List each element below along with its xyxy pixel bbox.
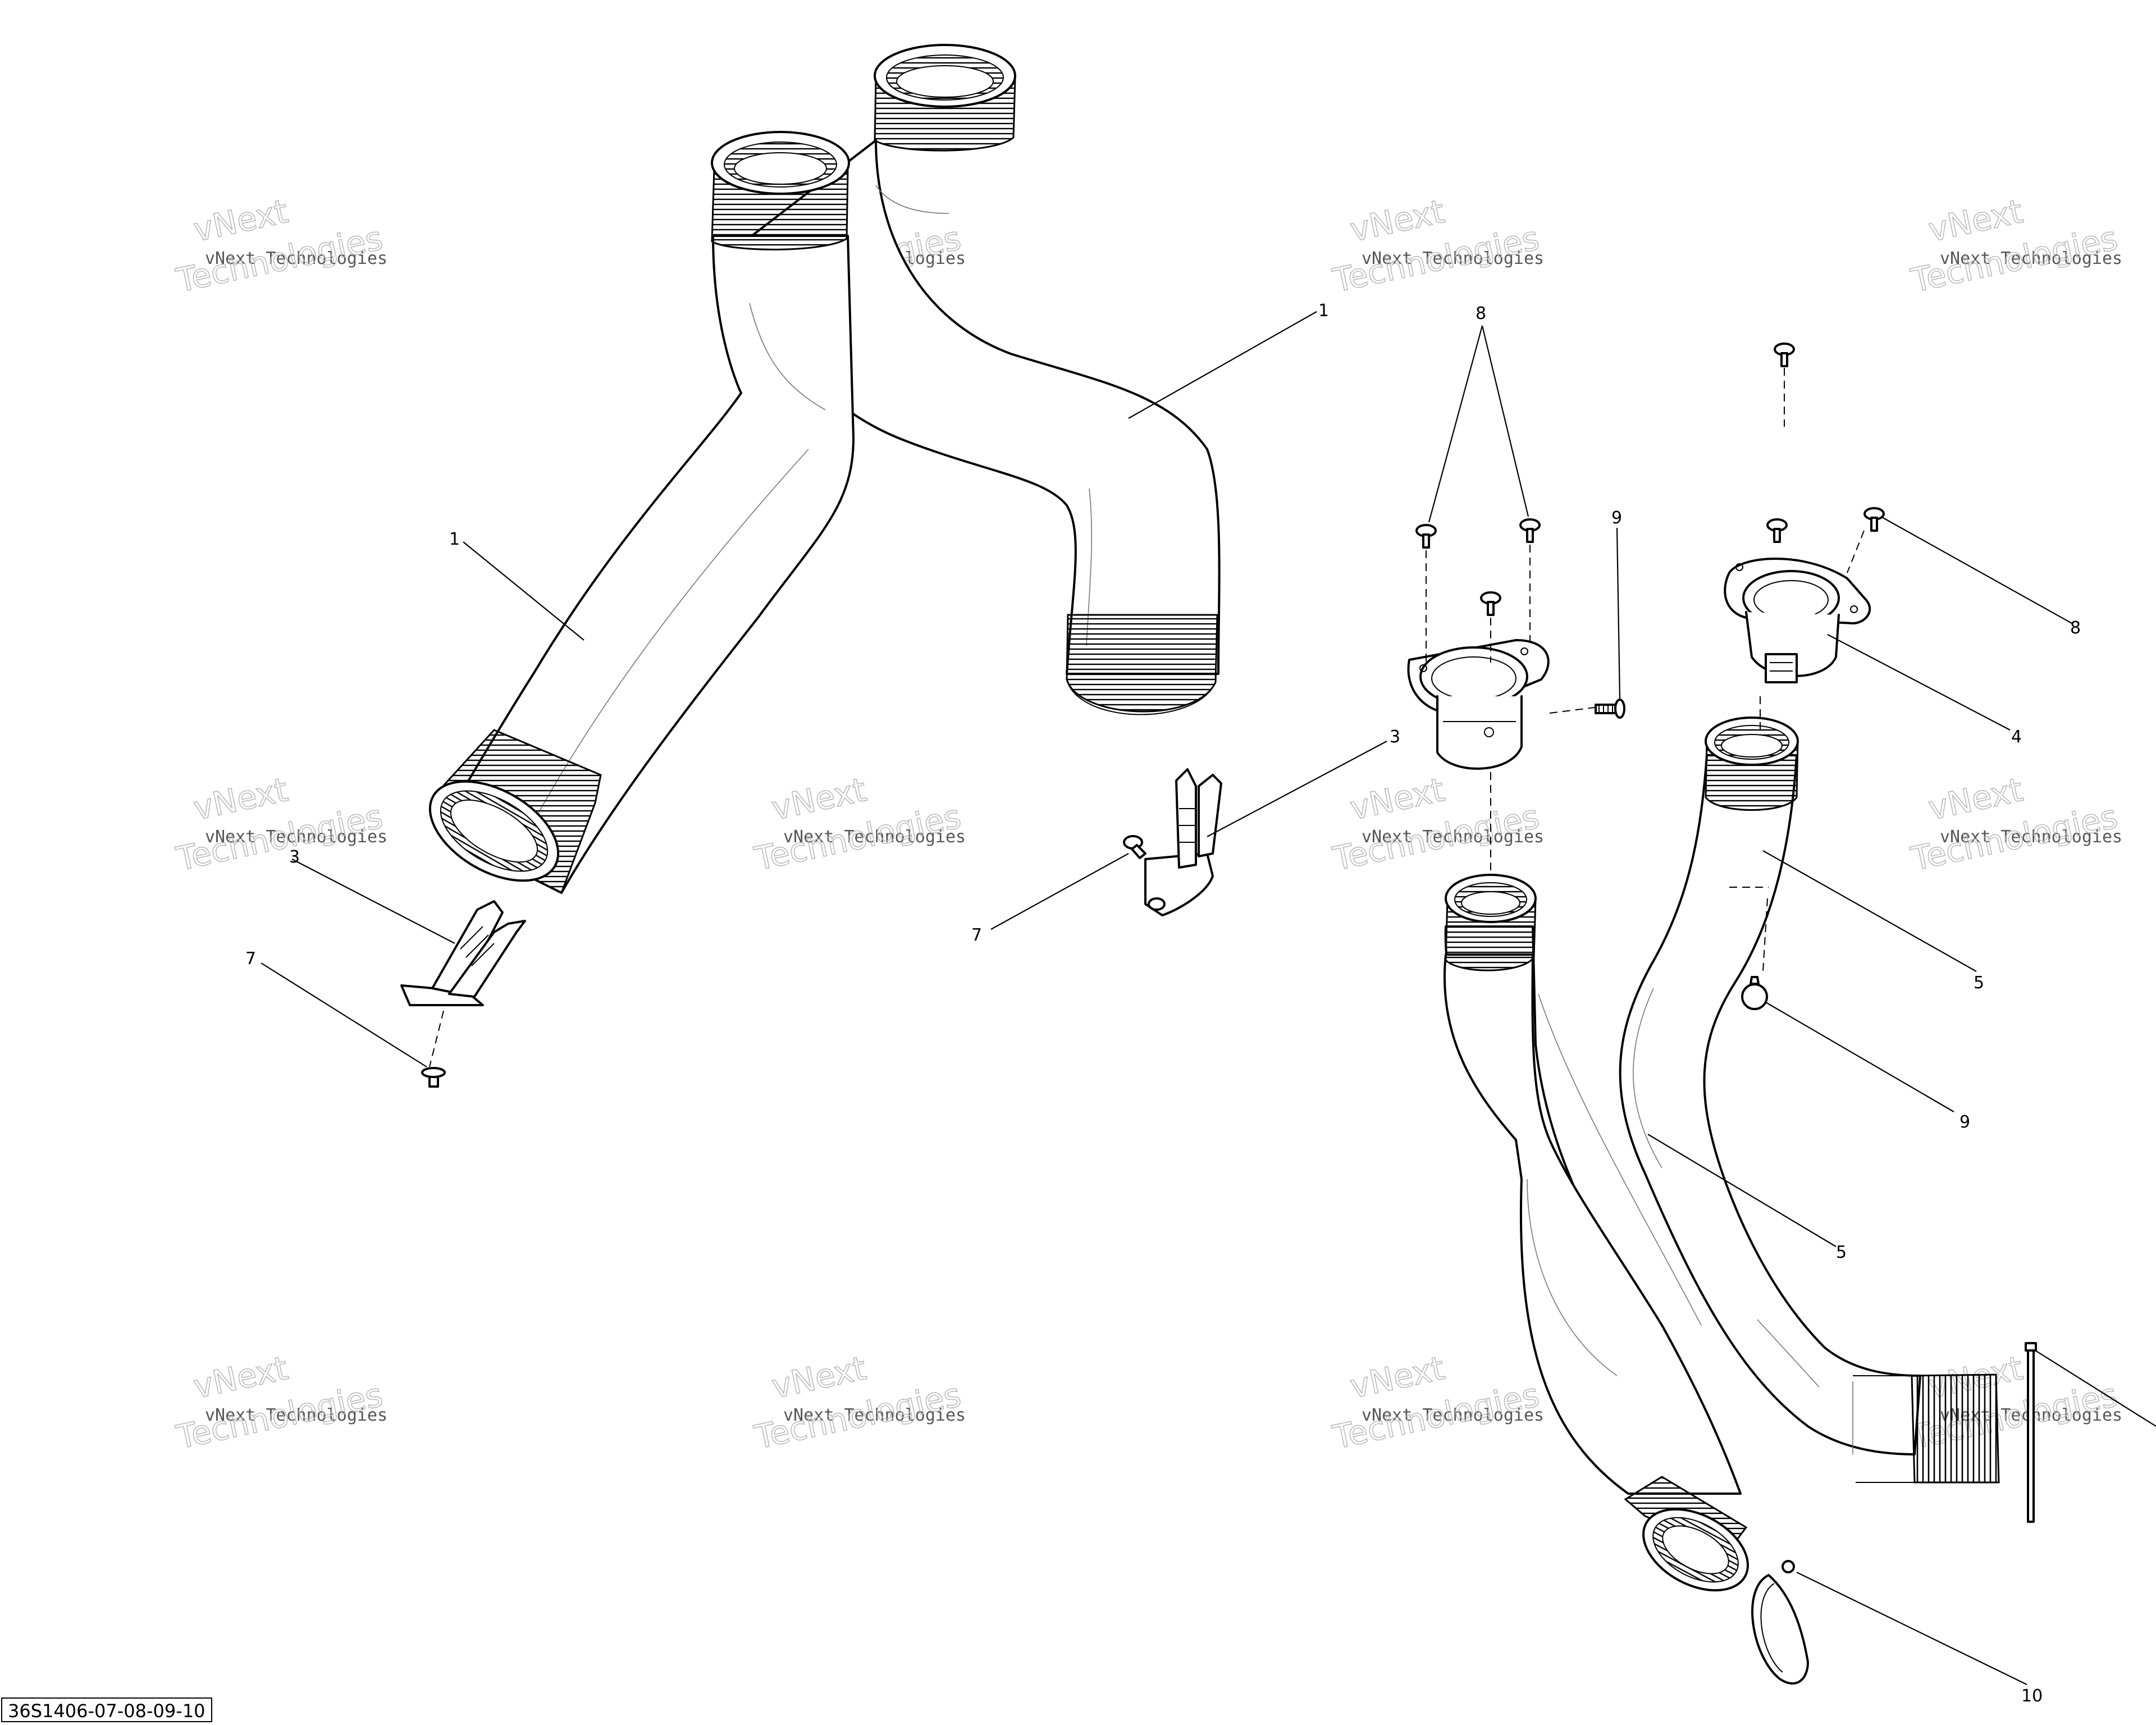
screw-part-7-left [421,1067,446,1088]
callout-7-center: 7 [971,925,982,945]
duct-opening-lower-left [428,729,602,895]
leader-lines [261,311,2156,1685]
callout-9-lower: 9 [1959,1112,1970,1132]
watermark-line2: vNext Technologies [205,1405,387,1425]
callout-3-left: 3 [289,847,300,867]
clamp-part-10 [1751,1560,1809,1685]
duct-5-opening-left [1445,874,1537,971]
rivet-part-8-group-left [1415,518,1541,663]
callout-10: 10 [2021,1686,2043,1706]
watermark-line2: vNext Technologies [1362,827,1544,847]
watermark-line2: vNext Technologies [1940,249,2122,268]
callout-9-upper: 9 [1611,508,1622,528]
duct-5-outlet-right [1853,1373,2000,1484]
watermark-line2: vNext Technologies [783,1405,966,1425]
duct-5-opening-upper [1705,717,1799,811]
screw-part-9-horizontal [1549,699,1625,719]
callout-3-right: 3 [1390,727,1400,747]
watermark-line2: vNext Technologies [205,249,387,268]
y-duct-part-1 [428,44,1221,895]
callout-1-right: 1 [1318,301,1329,321]
duct-opening-upper-right [874,44,1016,152]
duct-flange-part-3 [1407,639,1550,770]
callout-1-left: 1 [449,530,460,549]
clip-part-3-left [400,900,526,1067]
watermark-line2: vNext Technologies [1362,1405,1544,1425]
duct-5-opening-lower [1624,1476,1749,1592]
duct-opening-upper-left [711,131,850,250]
watermark-line2: vNext Technologies [783,827,966,847]
duct-part-5-pair [1443,717,2000,1592]
strap-part-10-right [2025,1342,2037,1523]
rivet-part-8-group-right [1766,343,1885,573]
callout-5-upper: 5 [1974,973,1984,993]
duct-opening-lower-right [1066,614,1218,715]
screw-part-7-center [1123,835,1146,859]
cap-part-9 [1729,887,1769,1010]
callout-labels: 1 1 3 3 4 5 5 7 7 8 8 9 9 10 [245,301,2081,1706]
callout-5-lower: 5 [1836,1243,1847,1262]
callout-8-right: 8 [2070,618,2081,638]
diagram-reference-number: 36S1406-07-08-09-10 [1,1697,212,1722]
watermark-line2: vNext Technologies [205,827,387,847]
watermark-line2: vNext Technologies [1940,827,2122,847]
callout-8-left: 8 [1476,304,1486,323]
callout-4: 4 [2011,727,2022,747]
duct-flange-part-4 [1724,558,1871,683]
callout-7-left: 7 [245,949,256,969]
clip-part-3-center [1144,768,1222,916]
watermark-line2: vNext Technologies [1362,249,1544,268]
